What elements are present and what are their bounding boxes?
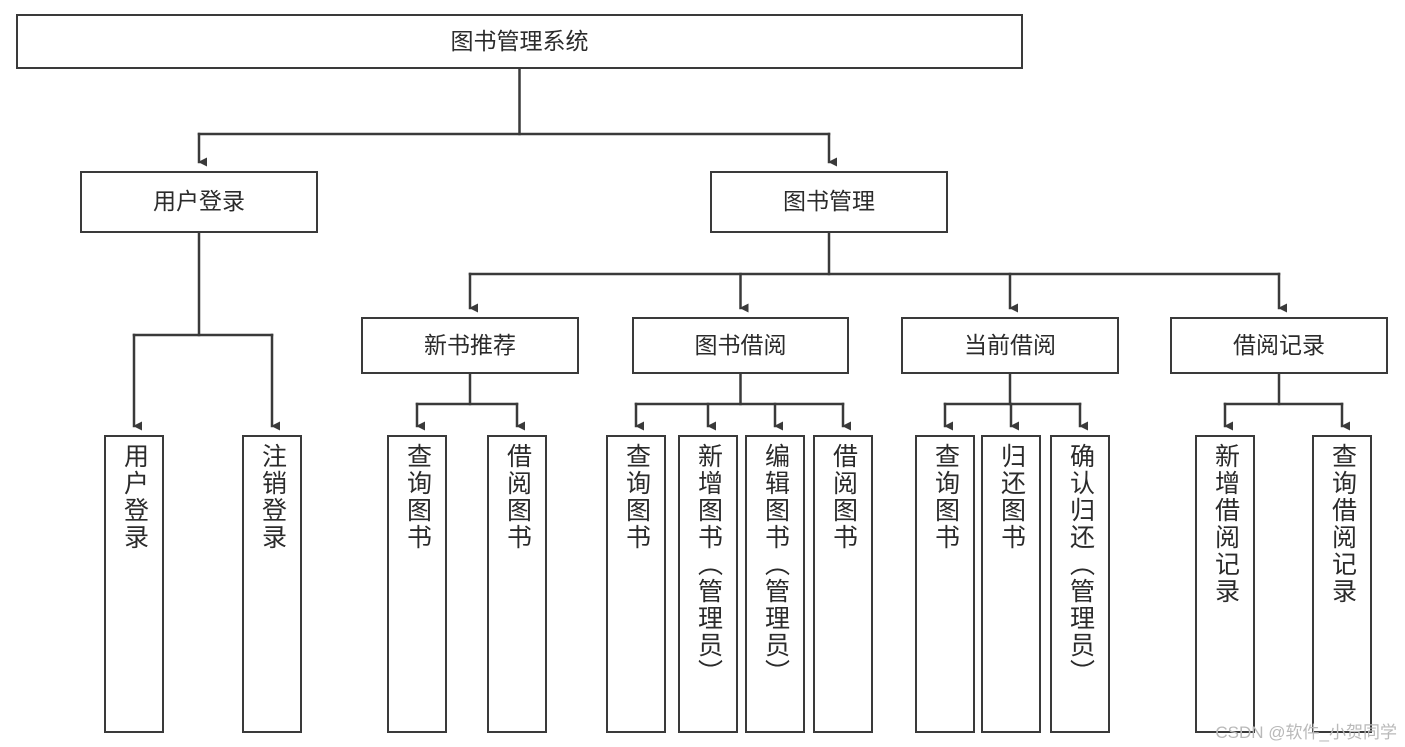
node-label: 新书推荐 xyxy=(424,331,516,358)
node-label: 归还图书 xyxy=(997,443,1026,551)
node-label: 用户登录 xyxy=(120,443,149,551)
node-book-borrow[interactable]: 图书借阅 xyxy=(632,317,849,374)
node-leaf-bb-add-book[interactable]: 新增图书（管理员） xyxy=(678,435,738,733)
node-label: 查询图书 xyxy=(931,443,960,551)
node-root[interactable]: 图书管理系统 xyxy=(16,14,1023,69)
node-label: 新增借阅记录 xyxy=(1211,443,1240,605)
node-label: 图书管理 xyxy=(783,188,875,215)
node-leaf-br-add-record[interactable]: 新增借阅记录 xyxy=(1195,435,1255,733)
node-label: 查询图书 xyxy=(622,443,651,551)
node-leaf-bb-edit-book[interactable]: 编辑图书（管理员） xyxy=(745,435,805,733)
node-leaf-cb-query-book[interactable]: 查询图书 xyxy=(915,435,975,733)
node-label: 编辑图书（管理员） xyxy=(761,443,790,686)
node-leaf-bb-query-book[interactable]: 查询图书 xyxy=(606,435,666,733)
node-leaf-bb-borrow-book[interactable]: 借阅图书 xyxy=(813,435,873,733)
node-leaf-cb-return-book[interactable]: 归还图书 xyxy=(981,435,1041,733)
watermark-text: CSDN @软件_小贺同学 xyxy=(1215,723,1397,742)
node-leaf-rec-borrow-book[interactable]: 借阅图书 xyxy=(487,435,547,733)
node-leaf-user-login[interactable]: 用户登录 xyxy=(104,435,164,733)
node-label: 借阅图书 xyxy=(503,443,532,551)
node-label: 注销登录 xyxy=(258,443,287,551)
node-label: 新增图书（管理员） xyxy=(694,443,723,686)
node-label: 查询借阅记录 xyxy=(1328,443,1357,605)
node-label: 用户登录 xyxy=(153,188,245,215)
node-current-borrow[interactable]: 当前借阅 xyxy=(901,317,1119,374)
node-label: 借阅图书 xyxy=(829,443,858,551)
node-leaf-user-logout[interactable]: 注销登录 xyxy=(242,435,302,733)
node-label: 确认归还（管理员） xyxy=(1066,443,1095,686)
node-user-login[interactable]: 用户登录 xyxy=(80,171,318,233)
node-book-manage[interactable]: 图书管理 xyxy=(710,171,948,233)
node-leaf-rec-query-book[interactable]: 查询图书 xyxy=(387,435,447,733)
node-leaf-br-query-record[interactable]: 查询借阅记录 xyxy=(1312,435,1372,733)
node-label: 图书借阅 xyxy=(694,331,787,358)
node-new-book-rec[interactable]: 新书推荐 xyxy=(361,317,579,374)
node-label: 当前借阅 xyxy=(964,331,1056,358)
node-borrow-record[interactable]: 借阅记录 xyxy=(1170,317,1388,374)
node-label: 图书管理系统 xyxy=(450,27,589,54)
node-leaf-cb-confirm[interactable]: 确认归还（管理员） xyxy=(1050,435,1110,733)
node-label: 借阅记录 xyxy=(1233,331,1325,358)
node-label: 查询图书 xyxy=(403,443,432,551)
